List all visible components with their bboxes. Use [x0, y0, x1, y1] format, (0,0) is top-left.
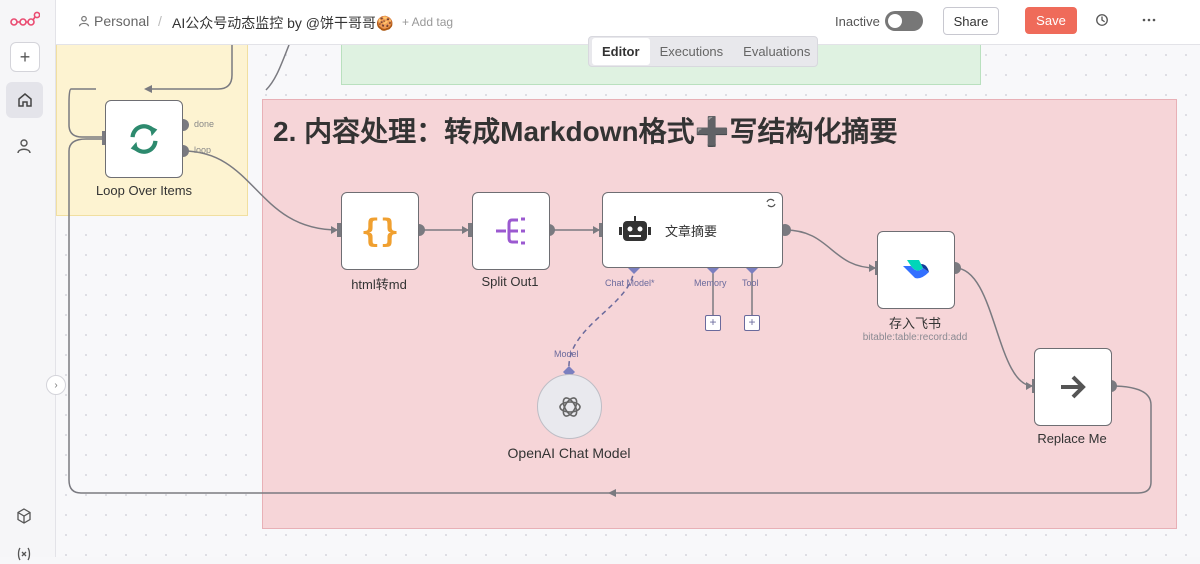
node-split-out-label: Split Out1 [481, 274, 539, 289]
breadcrumb-project[interactable]: Personal [78, 13, 149, 29]
node-openai-label: OpenAI Chat Model [507, 445, 631, 461]
sidebar-item-variables[interactable] [14, 544, 34, 564]
code-braces-icon: {} [360, 212, 400, 250]
add-tool-button[interactable]: + [744, 315, 760, 331]
node-feishu-subtitle: bitable:table:record:add [862, 332, 968, 343]
add-tag-button[interactable]: + Add tag [402, 15, 454, 29]
workflow-status-label: Inactive [835, 14, 880, 29]
connection-wires [68, 45, 1152, 497]
node-replace-me[interactable] [1034, 348, 1112, 426]
cube-icon [17, 508, 31, 524]
save-button[interactable]: Save [1025, 7, 1077, 34]
plus-icon: + [19, 46, 31, 67]
tab-evaluations[interactable]: Evaluations [743, 44, 811, 59]
node-loop-label: Loop Over Items [95, 183, 193, 198]
workflow-active-toggle[interactable] [885, 11, 923, 31]
node-loop-over-items[interactable] [105, 100, 183, 178]
add-memory-button[interactable]: + [705, 315, 721, 331]
openai-icon [558, 396, 581, 417]
node-openai-chat-model[interactable] [537, 374, 602, 439]
add-button[interactable]: + [10, 42, 40, 72]
node-html-to-md-label: html转md [351, 277, 407, 292]
node-ai-agent[interactable]: 文章摘要 [602, 192, 783, 268]
sidebar-item-home[interactable] [6, 82, 43, 118]
workflow-title[interactable]: AI公众号动态监控 by @饼干哥哥🍪 [172, 15, 394, 31]
tab-editor[interactable]: Editor [592, 38, 650, 65]
view-tabs: Editor Executions Evaluations [588, 36, 818, 67]
user-icon [78, 15, 90, 27]
retry-icon [766, 198, 776, 208]
sidebar-item-templates[interactable] [14, 506, 34, 526]
node-html-to-md[interactable]: {} [341, 192, 419, 270]
split-icon [496, 217, 525, 245]
port-done-label: done [194, 119, 215, 129]
sidebar: + [0, 0, 56, 561]
share-button[interactable]: Share [943, 7, 999, 35]
port-model-label: Model [554, 349, 579, 359]
workflow-canvas[interactable]: 2. 内容处理：转成Markdown格式➕写结构化摘要 [56, 45, 1200, 557]
robot-icon [619, 216, 651, 241]
sidebar-item-user[interactable] [14, 136, 34, 156]
node-split-out[interactable] [472, 192, 550, 270]
ellipsis-icon[interactable] [1142, 18, 1156, 22]
feishu-icon [903, 260, 929, 279]
n8n-logo-icon[interactable] [10, 10, 40, 28]
node-replace-me-label: Replace Me [1037, 431, 1107, 446]
port-memory-label: Memory [694, 278, 727, 288]
project-name: Personal [94, 13, 150, 29]
history-icon[interactable] [1095, 13, 1109, 27]
port-tool-label: Tool [742, 278, 759, 288]
loop-arrows-icon [130, 124, 158, 154]
variables-icon [17, 547, 31, 561]
node-feishu[interactable] [877, 231, 955, 309]
port-loop-label: loop [194, 145, 212, 155]
chevron-right-icon: › [54, 379, 58, 391]
breadcrumb-separator: / [158, 13, 162, 29]
user-icon [17, 139, 31, 154]
port-chat-model-label: Chat Model* [605, 278, 655, 288]
sticky-note-content-processing[interactable]: 2. 内容处理：转成Markdown格式➕写结构化摘要 [262, 99, 1177, 529]
tab-executions[interactable]: Executions [659, 44, 724, 59]
arrow-right-icon [1061, 375, 1086, 399]
sidebar-expand-button[interactable]: › [46, 375, 66, 395]
node-agent-label: 文章摘要 [665, 223, 718, 239]
node-feishu-label: 存入飞书 [888, 316, 941, 331]
sticky-note-title: 2. 内容处理：转成Markdown格式➕写结构化摘要 [273, 116, 898, 147]
home-icon [17, 93, 32, 107]
